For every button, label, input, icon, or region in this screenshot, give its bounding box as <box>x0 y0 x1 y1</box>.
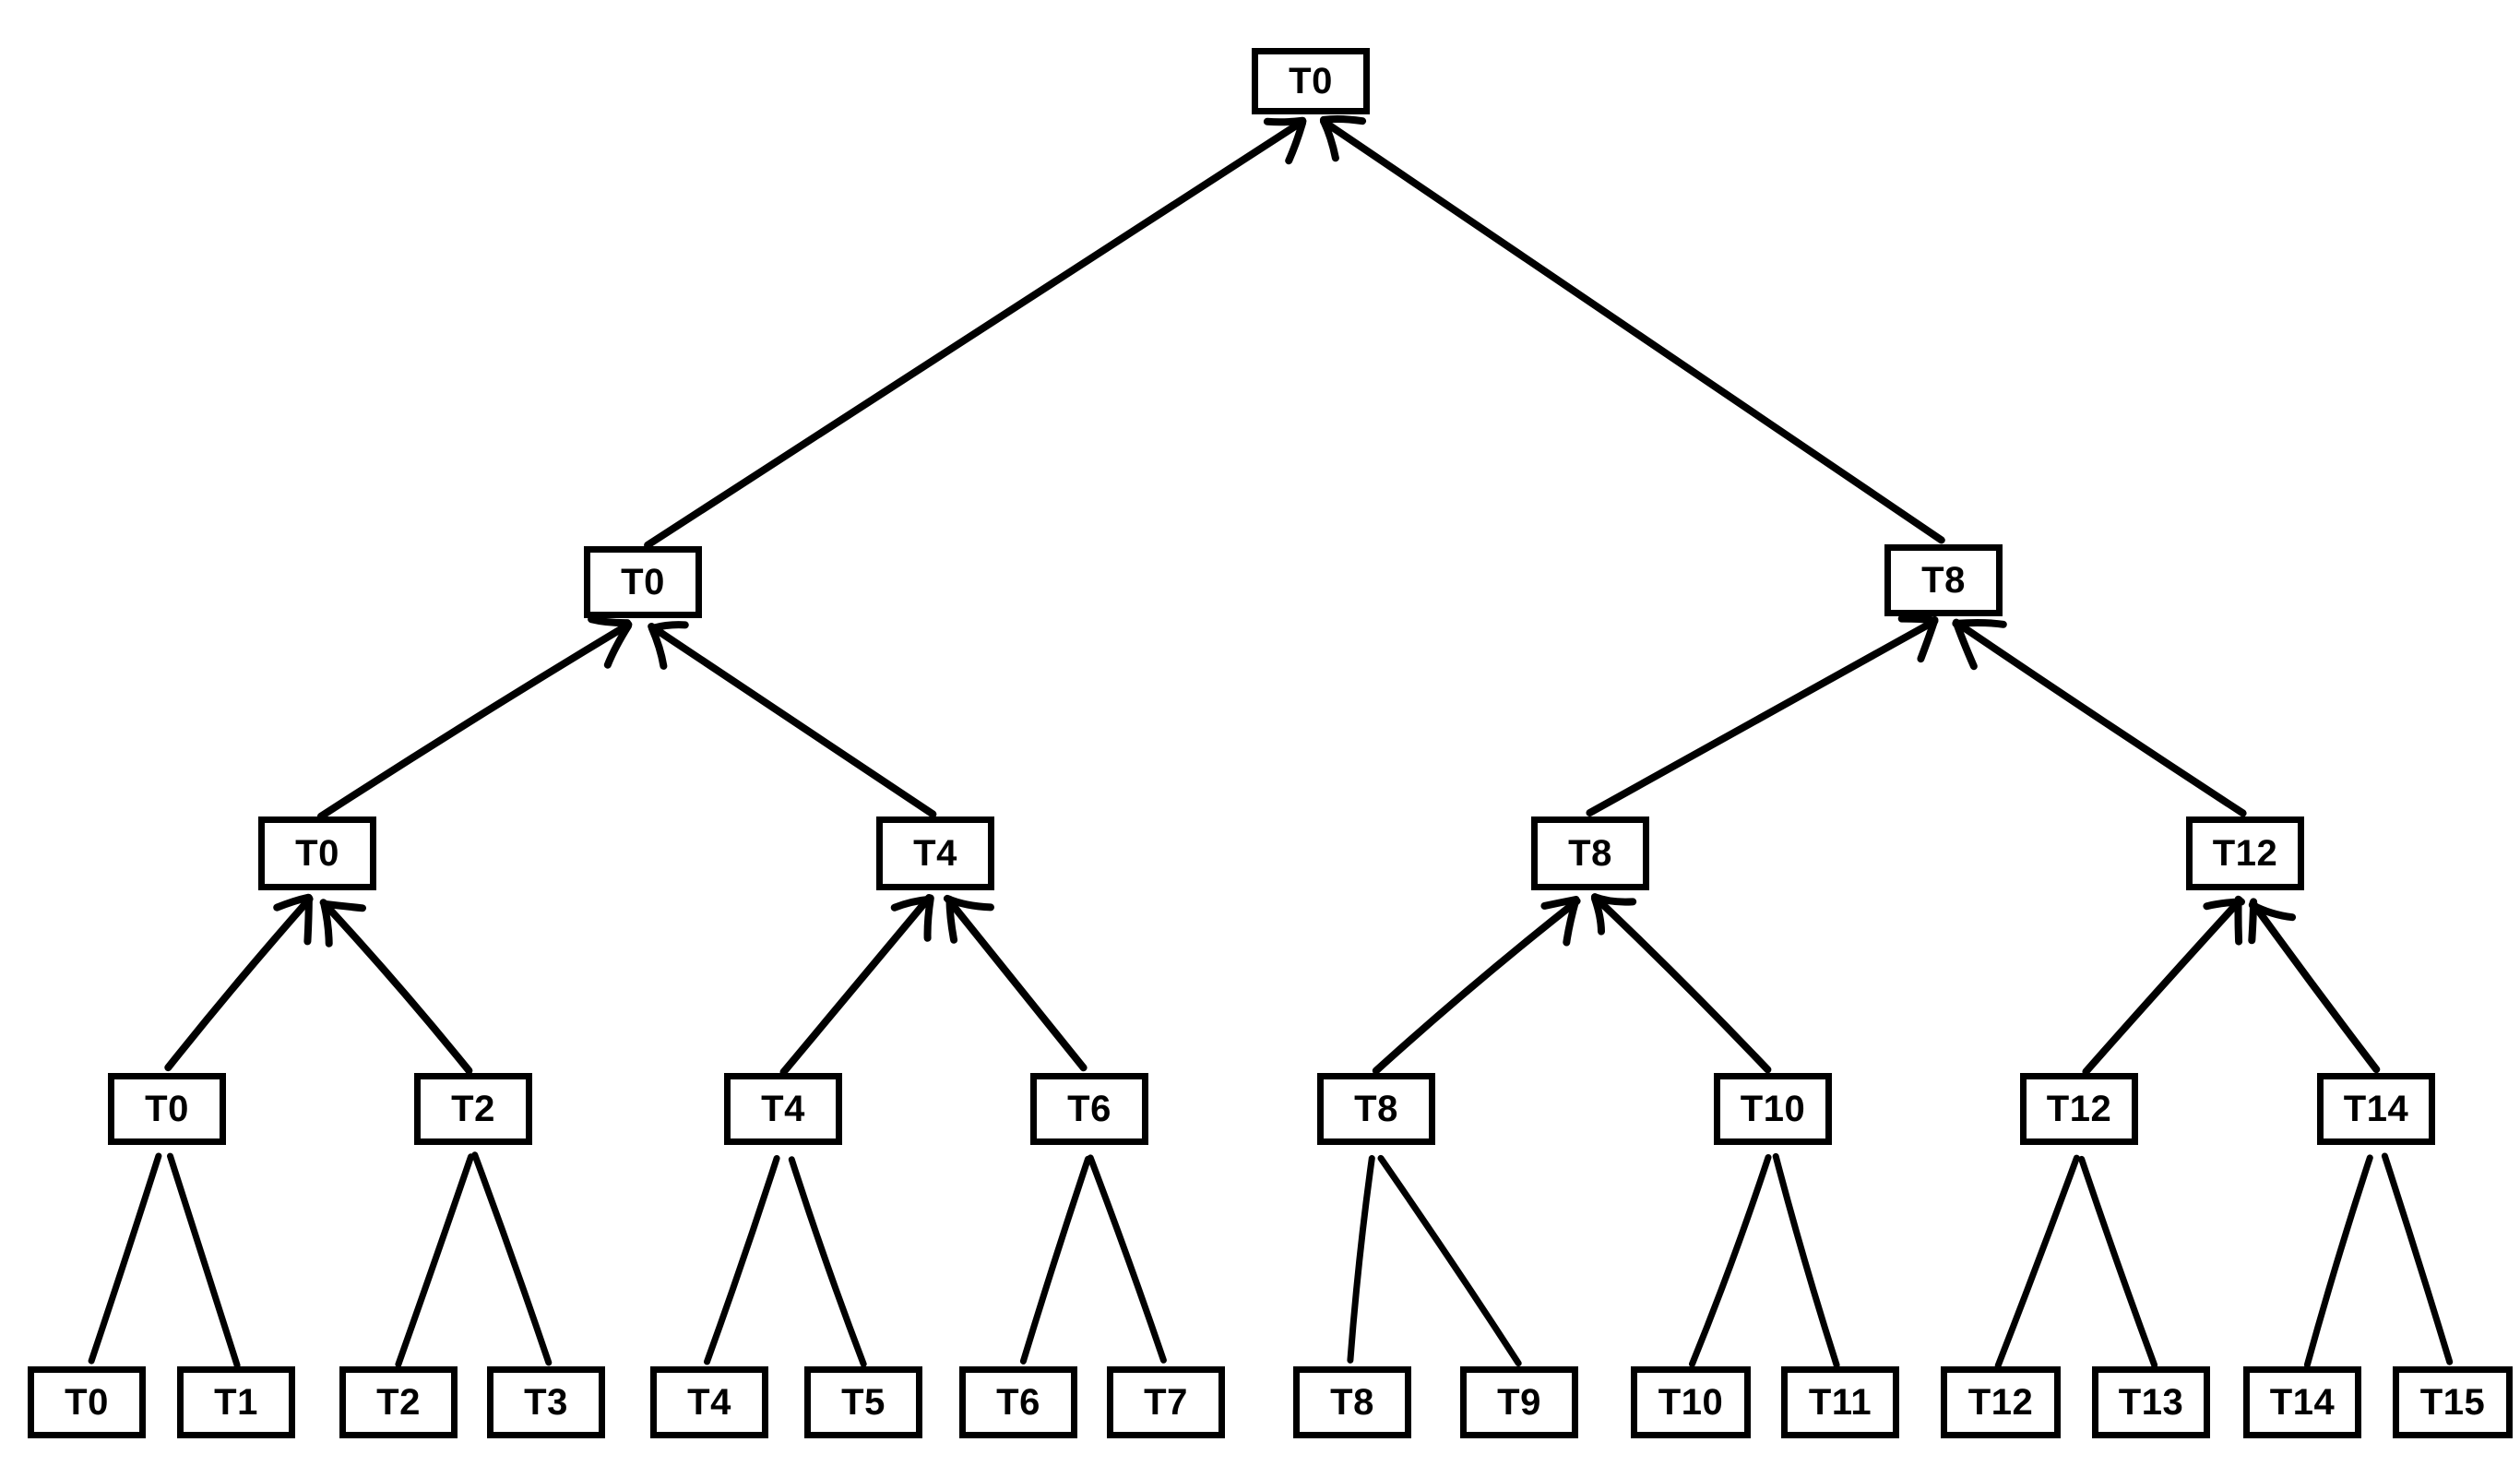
tree-node-t8-l2[interactable]: T8 <box>1531 816 1649 890</box>
tree-node-t4-l2[interactable]: T4 <box>876 816 994 890</box>
tree-node-label: T9 <box>1497 1382 1541 1423</box>
tree-node-label: T2 <box>451 1089 495 1129</box>
tree-edge-L4-3-to-L3-1 <box>471 1151 553 1366</box>
tree-node-t12-l2[interactable]: T12 <box>2186 816 2304 890</box>
tree-node-label: T0 <box>65 1382 109 1423</box>
tree-edge-L1-1-to-L0-0 <box>1319 114 1945 544</box>
tree-node-label: T7 <box>1144 1382 1188 1423</box>
tree-node-t2-l4[interactable]: T2 <box>339 1366 458 1438</box>
tree-edge-L4-5-to-L3-2 <box>788 1156 867 1367</box>
tree-edge-L3-2-to-L2-1 <box>779 894 934 1076</box>
tree-node-label: T0 <box>145 1089 189 1129</box>
tree-node-label: T5 <box>841 1382 886 1423</box>
tree-node-t9-l4[interactable]: T9 <box>1460 1366 1578 1438</box>
tree-node-label: T1 <box>214 1382 258 1423</box>
tree-node-t6-l3[interactable]: T6 <box>1030 1073 1148 1145</box>
tree-node-t14-l4[interactable]: T14 <box>2243 1366 2361 1438</box>
tree-node-label: T0 <box>1289 61 1333 101</box>
tree-node-t10-l3[interactable]: T10 <box>1714 1073 1832 1145</box>
tree-node-label: T6 <box>1067 1089 1111 1129</box>
tree-edge-L2-0-to-L1-0 <box>316 615 633 820</box>
tree-edge-L4-14-to-L3-7 <box>2303 1154 2373 1368</box>
tree-edge-L4-9-to-L3-4 <box>1377 1154 1522 1367</box>
tree-edge-L4-6-to-L3-3 <box>1019 1155 1091 1365</box>
tree-node-label: T15 <box>2419 1382 2486 1423</box>
tree-node-t4-l3[interactable]: T4 <box>724 1073 842 1145</box>
tree-node-label: T8 <box>1921 560 1966 601</box>
tree-edge-L4-15-to-L3-7 <box>2381 1152 2454 1365</box>
tree-edge-L3-6-to-L2-3 <box>2082 895 2245 1076</box>
tree-node-label: T4 <box>913 833 957 874</box>
tree-edge-L3-5-to-L2-2 <box>1591 893 1772 1074</box>
tree-node-t0-l3[interactable]: T0 <box>108 1073 226 1145</box>
tree-node-label: T6 <box>996 1382 1040 1423</box>
tree-node-label: T14 <box>2343 1089 2409 1129</box>
tree-edge-L4-8-to-L3-4 <box>1347 1155 1375 1364</box>
tree-edge-L4-13-to-L3-6 <box>2078 1155 2158 1368</box>
tree-node-label: T8 <box>1568 833 1612 874</box>
tree-node-label: T12 <box>1967 1382 2034 1423</box>
tree-node-label: T14 <box>2269 1382 2336 1423</box>
tree-node-t8-l1[interactable]: T8 <box>1884 544 2003 616</box>
tree-node-t3-l4[interactable]: T3 <box>487 1366 605 1438</box>
tree-edge-L4-1-to-L3-0 <box>167 1152 241 1369</box>
tree-node-label: T11 <box>1808 1382 1872 1423</box>
tree-node-t0-l4[interactable]: T0 <box>28 1366 146 1438</box>
tree-node-t7-l4[interactable]: T7 <box>1107 1366 1225 1438</box>
tree-edge-L4-4-to-L3-2 <box>704 1155 780 1365</box>
tree-edge-L3-7-to-L2-3 <box>2248 898 2381 1074</box>
tree-edge-L3-4-to-L2-2 <box>1372 896 1581 1075</box>
tree-node-label: T10 <box>1740 1089 1806 1129</box>
tree-node-label: T0 <box>621 562 665 602</box>
tree-node-label: T8 <box>1354 1089 1398 1129</box>
tree-node-label: T8 <box>1330 1382 1374 1423</box>
tree-edge-L4-7-to-L3-3 <box>1087 1154 1167 1364</box>
tree-node-t8-l4[interactable]: T8 <box>1293 1366 1411 1438</box>
tree-node-t1-l4[interactable]: T1 <box>177 1366 295 1438</box>
tree-edge-L3-3-to-L2-1 <box>943 894 1088 1072</box>
tree-node-t4-l4[interactable]: T4 <box>650 1366 768 1438</box>
tree-node-t0-l1[interactable]: T0 <box>584 546 702 618</box>
tree-edge-L4-12-to-L3-6 <box>1994 1154 2080 1369</box>
tree-node-t5-l4[interactable]: T5 <box>804 1366 922 1438</box>
tree-node-t14-l3[interactable]: T14 <box>2317 1073 2435 1145</box>
tree-node-t0-l0[interactable]: T0 <box>1252 48 1370 114</box>
tree-edge-L4-2-to-L3-1 <box>395 1153 474 1368</box>
tree-node-label: T4 <box>687 1382 731 1423</box>
tree-edge-L3-0-to-L2-0 <box>164 893 314 1072</box>
tree-node-label: T0 <box>295 833 339 874</box>
tree-node-t2-l3[interactable]: T2 <box>414 1073 532 1145</box>
tree-edge-L2-2-to-L1-1 <box>1586 614 1939 816</box>
tree-node-label: T2 <box>376 1382 421 1423</box>
tree-node-label: T4 <box>761 1089 805 1129</box>
tree-node-t8-l3[interactable]: T8 <box>1317 1073 1435 1145</box>
tree-node-t12-l4[interactable]: T12 <box>1941 1366 2061 1438</box>
tree-edge-L4-0-to-L3-0 <box>88 1152 162 1365</box>
tree-edge-L4-11-to-L3-5 <box>1772 1152 1840 1368</box>
tree-node-t13-l4[interactable]: T13 <box>2092 1366 2210 1438</box>
tree-node-label: T13 <box>2118 1382 2184 1423</box>
tree-node-t15-l4[interactable]: T15 <box>2393 1366 2513 1438</box>
tree-node-t12-l3[interactable]: T12 <box>2020 1073 2138 1145</box>
tree-edge-L2-1-to-L1-0 <box>648 621 937 818</box>
tree-edge-L1-0-to-L0-0 <box>644 116 1307 549</box>
tree-edge-L4-10-to-L3-5 <box>1689 1154 1772 1367</box>
tree-node-t0-l2[interactable]: T0 <box>258 816 376 890</box>
tree-node-t11-l4[interactable]: T11 <box>1781 1366 1899 1438</box>
tree-node-label: T12 <box>2046 1089 2112 1129</box>
tree-node-t6-l4[interactable]: T6 <box>959 1366 1077 1438</box>
tree-node-label: T3 <box>524 1382 568 1423</box>
tree-node-label: T12 <box>2212 833 2278 874</box>
tree-node-label: T10 <box>1658 1382 1724 1423</box>
tree-edge-L3-1-to-L2-0 <box>319 899 473 1075</box>
tree-edge-L2-3-to-L1-1 <box>1952 618 2247 817</box>
tree-node-t10-l4[interactable]: T10 <box>1631 1366 1751 1438</box>
